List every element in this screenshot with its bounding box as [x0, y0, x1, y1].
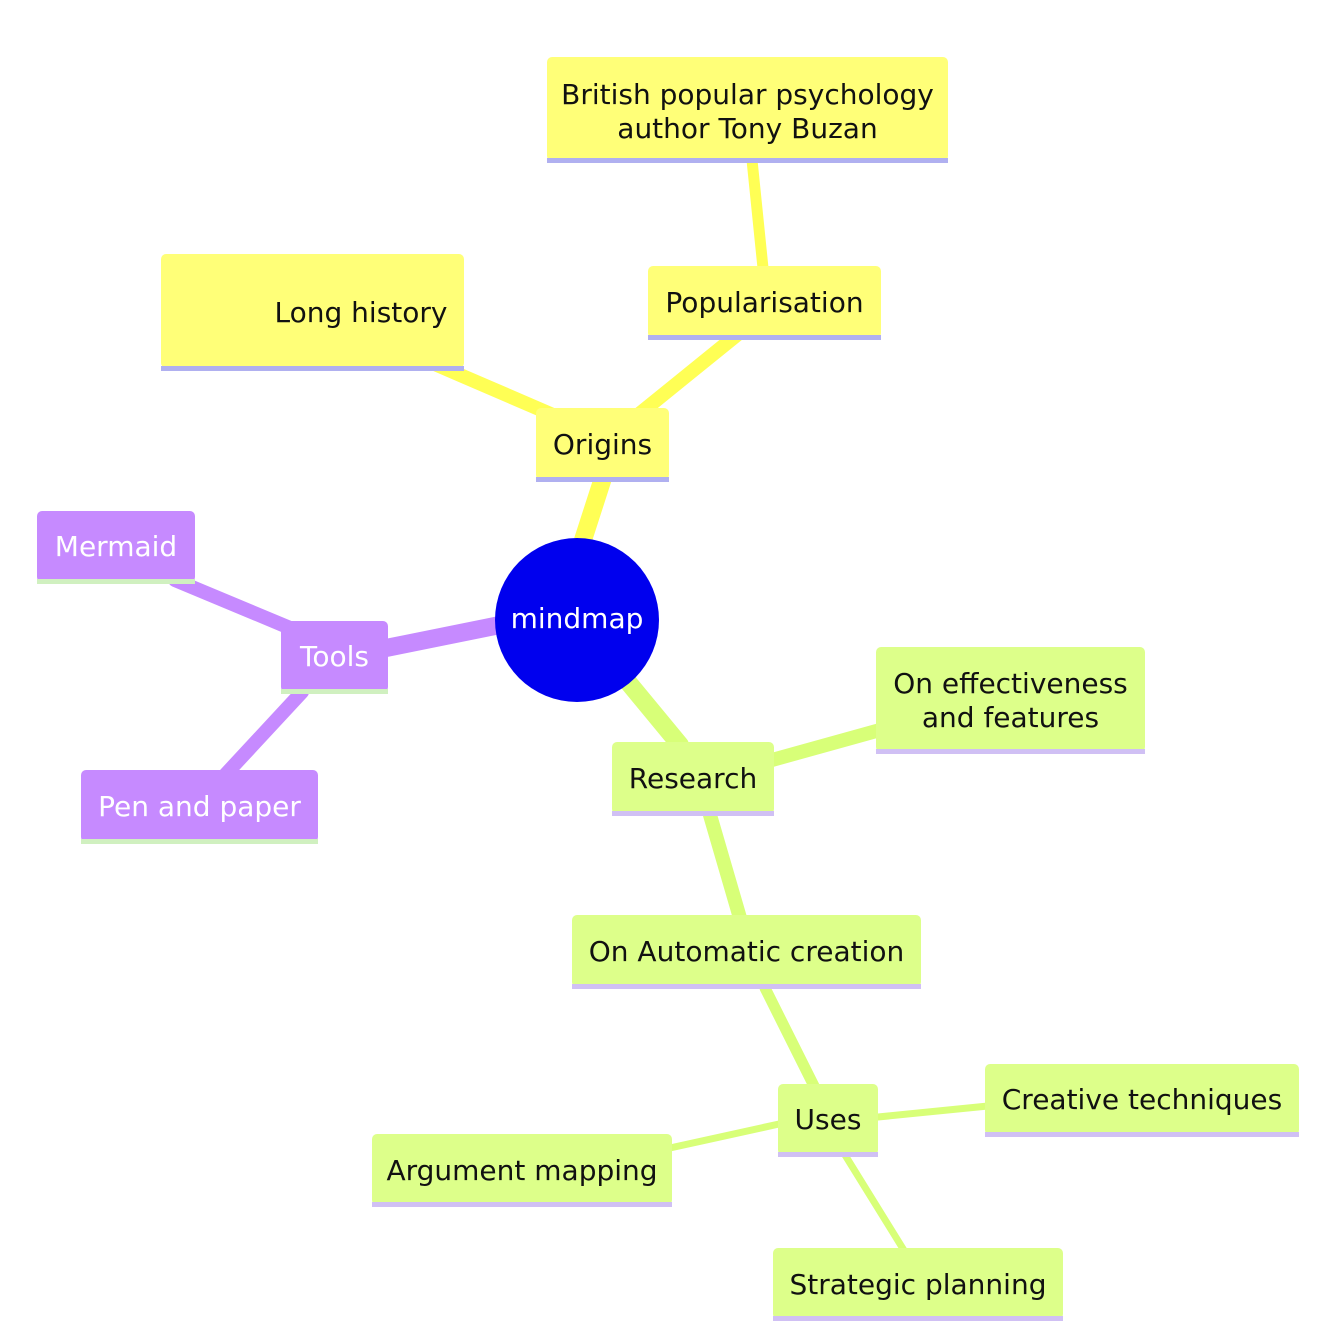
node-research-label: Research: [629, 762, 757, 795]
node-long-history-label: Long history: [275, 296, 448, 329]
edge-uses-argument-mapping: [666, 1120, 783, 1152]
node-tools-underline: [281, 689, 388, 694]
node-automatic-creation[interactable]: On Automatic creation: [572, 915, 921, 989]
research-branch: On effectiveness and features Research O…: [372, 647, 1299, 1321]
edge-origins-popularisation: [631, 327, 745, 422]
node-mermaid-box: [37, 511, 195, 582]
node-automatic-creation-box: [572, 915, 921, 987]
edge-automatic-creation-uses: [759, 982, 821, 1094]
node-strategic-planning[interactable]: Strategic planning: [773, 1248, 1063, 1321]
node-mermaid-underline: [37, 579, 195, 584]
node-mermaid-label: Mermaid: [55, 530, 177, 563]
edge-root-research: [619, 673, 689, 754]
edge-research-effectiveness: [765, 723, 887, 767]
edge-uses-strategic-planning: [841, 1151, 909, 1256]
node-tools[interactable]: Tools: [281, 621, 388, 694]
node-pen-and-paper-underline: [81, 839, 318, 844]
node-automatic-creation-label: On Automatic creation: [589, 935, 905, 968]
node-origins-label: Origins: [553, 428, 652, 461]
edge-tools-mermaid: [168, 573, 297, 635]
node-argument-mapping-box: [372, 1134, 672, 1205]
edge-root-origins: [574, 469, 612, 549]
edges: [168, 154, 992, 1256]
node-tony-buzan[interactable]: British popular psychology author Tony B…: [547, 57, 948, 163]
root-circle: [495, 538, 659, 702]
node-long-history[interactable]: Long history: [161, 254, 464, 371]
node-strategic-planning-box: [773, 1248, 1063, 1319]
root-label: mindmap: [511, 602, 644, 635]
node-pen-and-paper-box: [81, 770, 318, 842]
node-uses-box: [778, 1084, 878, 1155]
node-creative-techniques-underline: [985, 1132, 1299, 1137]
node-mermaid[interactable]: Mermaid: [37, 511, 195, 584]
node-uses[interactable]: Uses: [778, 1084, 878, 1157]
node-origins-underline: [536, 477, 669, 482]
node-tony-buzan-box: [547, 57, 948, 161]
node-effectiveness-label-line-1: On effectiveness: [893, 667, 1128, 700]
node-tools-box: [281, 621, 388, 692]
node-popularisation-box: [648, 266, 881, 338]
node-research-underline: [612, 811, 774, 816]
node-strategic-planning-label: Strategic planning: [790, 1268, 1047, 1301]
node-pen-and-paper-label: Pen and paper: [98, 790, 301, 823]
node-tony-buzan-label-line-2: author Tony Buzan: [617, 112, 877, 145]
edge-research-automatic-creation: [703, 808, 747, 925]
edge-popularisation-tony-buzan: [746, 154, 769, 274]
tools-branch: Mermaid Tools Pen and paper: [37, 511, 388, 844]
edge-tools-pen-and-paper: [218, 685, 309, 782]
node-popularisation-underline: [648, 335, 881, 340]
node-long-history-underline: [161, 366, 464, 371]
node-uses-label: Uses: [795, 1103, 862, 1136]
node-research-box: [612, 742, 774, 814]
node-argument-mapping[interactable]: Argument mapping: [372, 1134, 672, 1207]
node-long-history-box: [161, 254, 464, 368]
node-argument-mapping-underline: [372, 1202, 672, 1207]
node-effectiveness-label-line-2: and features: [922, 701, 1099, 734]
node-pen-and-paper[interactable]: Pen and paper: [81, 770, 318, 844]
node-popularisation[interactable]: Popularisation: [648, 266, 881, 340]
node-origins[interactable]: Origins: [536, 408, 669, 482]
node-uses-underline: [778, 1152, 878, 1157]
node-root[interactable]: mindmap: [495, 538, 659, 702]
node-effectiveness[interactable]: On effectiveness and features: [876, 647, 1145, 754]
node-origins-box: [536, 408, 669, 480]
node-automatic-creation-underline: [572, 984, 921, 989]
node-effectiveness-box: [876, 647, 1145, 752]
origins-branch: British popular psychology author Tony B…: [161, 57, 948, 482]
node-popularisation-label: Popularisation: [665, 286, 863, 319]
node-creative-techniques-box: [985, 1064, 1299, 1135]
node-strategic-planning-underline: [773, 1316, 1063, 1321]
node-argument-mapping-label: Argument mapping: [386, 1154, 657, 1187]
node-tony-buzan-label-line-1: British popular psychology: [561, 78, 934, 111]
node-tools-label: Tools: [299, 640, 369, 673]
node-creative-techniques-label: Creative techniques: [1002, 1083, 1283, 1116]
node-tony-buzan-underline: [547, 158, 948, 163]
node-effectiveness-underline: [876, 749, 1145, 754]
node-research[interactable]: Research: [612, 742, 774, 816]
edge-root-tools: [377, 616, 509, 657]
edge-uses-creative-techniques: [874, 1102, 992, 1121]
node-creative-techniques[interactable]: Creative techniques: [985, 1064, 1299, 1137]
